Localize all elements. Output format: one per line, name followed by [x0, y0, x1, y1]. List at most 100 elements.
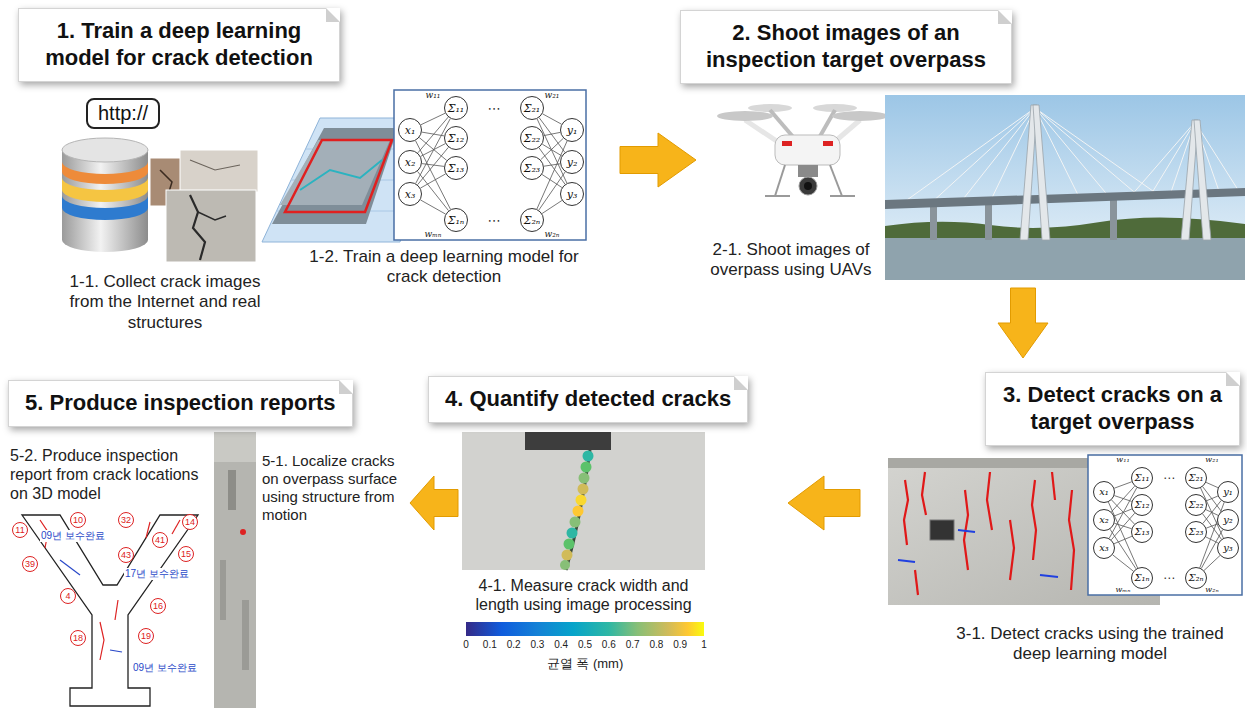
neuron-circle: Σ₂₁: [520, 96, 544, 120]
step-title: 5. Produce inspection reports: [25, 390, 336, 417]
neuron-label: Σ₁₂: [1134, 500, 1149, 510]
crack-photos-part: [190, 160, 240, 170]
neuron-link: [1113, 555, 1134, 571]
drone-part: [823, 141, 833, 146]
ellipsis: ⋯: [1163, 472, 1175, 484]
crack-photos-part: [166, 190, 256, 262]
neuron-circle: Σ₁₃: [444, 156, 468, 180]
repair-note: 09년 보수완료: [132, 662, 198, 674]
bridge-photo-part-part: [930, 108, 1035, 204]
bridge-photo-part: [885, 238, 1245, 280]
neuron-link: [1114, 482, 1131, 488]
step-callout: 2. Shoot images of an inspection target …: [680, 10, 1012, 84]
drone: [717, 104, 888, 196]
drone-part: [830, 165, 842, 196]
neuron-link: [543, 114, 562, 124]
flow-arrow: [788, 476, 860, 530]
callout-number: 16: [150, 598, 166, 614]
step-callout: 1. Train a deep learning model for crack…: [18, 8, 340, 82]
crack-photos-part: [198, 212, 226, 220]
neuron-label: y₃: [567, 189, 578, 200]
overpass-wall-part-part: [898, 560, 915, 562]
neuron-label: y₁: [1223, 487, 1233, 497]
caption: 4-1. Measure crack width and length usin…: [462, 576, 705, 614]
colorbar-tick: 0.8: [649, 639, 663, 651]
drone-part: [782, 141, 792, 146]
ellipsis: ⋯: [488, 214, 501, 227]
network-panel: [1088, 455, 1242, 595]
3d-model-strip: [214, 432, 256, 708]
url-box: http://: [86, 98, 160, 129]
callout-number: 4: [60, 588, 76, 604]
neuron-link: [421, 113, 445, 125]
inspection-report-drawing-part-part: [100, 622, 104, 660]
inspection-report-drawing-part-part: [146, 522, 150, 538]
neuron-link: [542, 201, 562, 214]
drone-part: [798, 165, 818, 177]
neuron-link: [1204, 556, 1220, 571]
caption: 1-1. Collect crack images from the Inter…: [60, 272, 270, 333]
colorbar-tick: 0.1: [483, 639, 497, 651]
crack-measurement-image-part: [564, 539, 575, 550]
neuron-circle: y₂: [560, 150, 584, 174]
neuron-link: [542, 144, 561, 156]
colorbar-part: [466, 622, 704, 636]
neuron-circle: x₂: [1093, 509, 1115, 531]
3d-model-strip-part: [242, 600, 249, 670]
neuron-circle: y₁: [560, 118, 584, 142]
weight-label: w₁₁: [1116, 456, 1129, 464]
neuron-circle: x₁: [398, 118, 422, 142]
neuron-circle: x₃: [398, 182, 422, 206]
crack-measurement-image-part: [573, 506, 584, 517]
bridge-photo-part: [885, 95, 1245, 280]
callout-number: 19: [138, 628, 154, 644]
colorbar-tick: 0.3: [530, 639, 544, 651]
colorbar-tick: 0.6: [602, 639, 616, 651]
caption: 3-1. Detect cracks using the trained dee…: [945, 624, 1235, 665]
url-text: http://: [98, 102, 148, 125]
network-panel-part: [1088, 455, 1242, 595]
bridge-photo-part-part: [960, 108, 1035, 203]
bridge-photo-part-part: [1035, 108, 1140, 197]
weight-label: w₂ₙ: [1205, 586, 1218, 594]
weight-label: w₂₁: [545, 91, 560, 100]
inspection-report-drawing-part: [40, 520, 180, 660]
neuron-circle: Σ₁₂: [1131, 494, 1153, 516]
neuron-circle: Σ₂ₙ: [1185, 567, 1207, 589]
colorbar-tick: 0.2: [507, 639, 521, 651]
3d-model-strip-part: [220, 560, 226, 620]
colorbar: [466, 622, 704, 636]
training-image-plane-part: [300, 160, 382, 190]
colorbar-tick: 0.4: [554, 639, 568, 651]
neuron-label: Σ₂₃: [1188, 527, 1203, 537]
crack-measurement-image-part: [525, 432, 611, 450]
weight-label: w₂₁: [1205, 456, 1218, 464]
neuron-label: x₁: [405, 125, 416, 136]
flow-arrow: [410, 476, 458, 530]
callout-number: 15: [178, 546, 194, 562]
bridge-photo-part: [885, 217, 1245, 240]
bridge-photo-part-part: [1130, 122, 1195, 197]
neuron-link: [420, 200, 445, 214]
database-icon-part: [62, 162, 148, 184]
neuron-label: Σ₂ₙ: [1188, 573, 1203, 583]
ellipsis: ⋯: [488, 102, 501, 115]
step-callout: 3. Detect cracks on a target overpass: [985, 372, 1240, 446]
callout-number: 14: [182, 514, 198, 530]
overpass-wall-part-part: [1040, 575, 1058, 577]
weight-label: wₘₙ: [1116, 586, 1131, 594]
drone-part: [765, 195, 790, 197]
bridge-photo-part-part: [900, 108, 1035, 205]
caption: 균열 폭 (mm): [547, 656, 624, 672]
overpass-wall-part-part: [958, 530, 975, 532]
colorbar-tick: 0.5: [578, 639, 592, 651]
training-image-plane-part: [285, 140, 392, 212]
weight-label: w₂ₙ: [545, 230, 560, 239]
neuron-label: x₂: [1099, 515, 1109, 525]
overpass-wall-part-part: [1032, 480, 1036, 560]
step-title: 4. Quantify detected cracks: [445, 386, 731, 413]
neuron-label: x₁: [1099, 487, 1109, 497]
callout-number: 10: [70, 512, 86, 528]
caption: 2-1. Shoot images of overpass using UAVs: [700, 240, 882, 281]
neuron-label: Σ₂₃: [524, 163, 541, 174]
